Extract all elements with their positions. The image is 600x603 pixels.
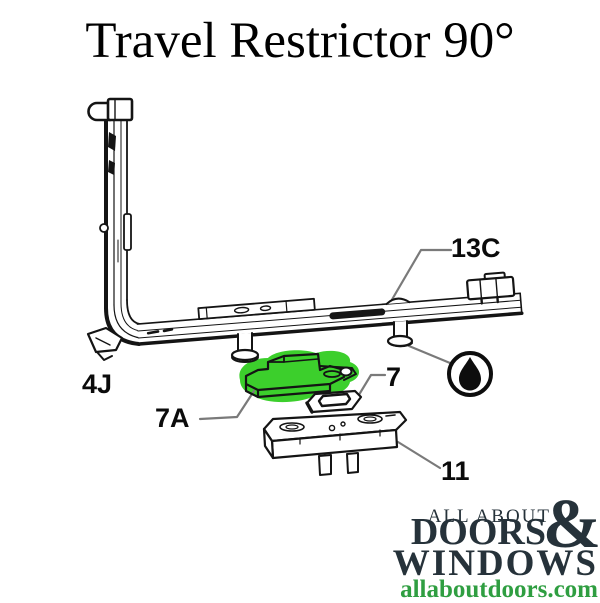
leader-lines (198, 248, 453, 470)
top-cap (87, 97, 134, 122)
part-label-7a: 7A (155, 403, 190, 433)
leader-7a (198, 389, 256, 421)
part-label-13c: 13C (451, 233, 501, 263)
lubrication-droplet-icon (447, 351, 493, 397)
rail-block (197, 297, 316, 320)
part-7-drawing (305, 389, 363, 414)
logo-doors: DOORS (410, 511, 546, 553)
leader-11 (396, 440, 442, 470)
logo-windows: WINDOWS (392, 543, 598, 584)
logo-ampersand: & (542, 486, 600, 563)
rivet-bump-13c (385, 297, 411, 306)
part-label-4j: 4J (82, 369, 113, 399)
leader-7 (355, 373, 387, 400)
logo-all-about: ALL ABOUT (427, 506, 551, 527)
part-7a-drawing (244, 352, 357, 399)
horizontal-bar (136, 271, 524, 346)
end-guide-block (466, 271, 516, 305)
company-logo: ALL ABOUT & DOORS WINDOWS allaboutdoors.… (383, 490, 600, 603)
vertical-bar (99, 116, 132, 310)
leader-droplet (407, 344, 452, 365)
logo-website-link[interactable]: allaboutdoors.com (400, 576, 598, 603)
part-label-11: 11 (441, 456, 470, 486)
bar-slot (329, 308, 386, 320)
part-label-7: 7 (386, 362, 402, 392)
leader-13c (388, 248, 453, 305)
page-title: Travel Restrictor 90° (85, 13, 515, 69)
pin-1 (230, 332, 260, 363)
pin-2 (386, 320, 414, 348)
part-11-drawing (262, 410, 408, 476)
corner-bracket (86, 326, 124, 361)
